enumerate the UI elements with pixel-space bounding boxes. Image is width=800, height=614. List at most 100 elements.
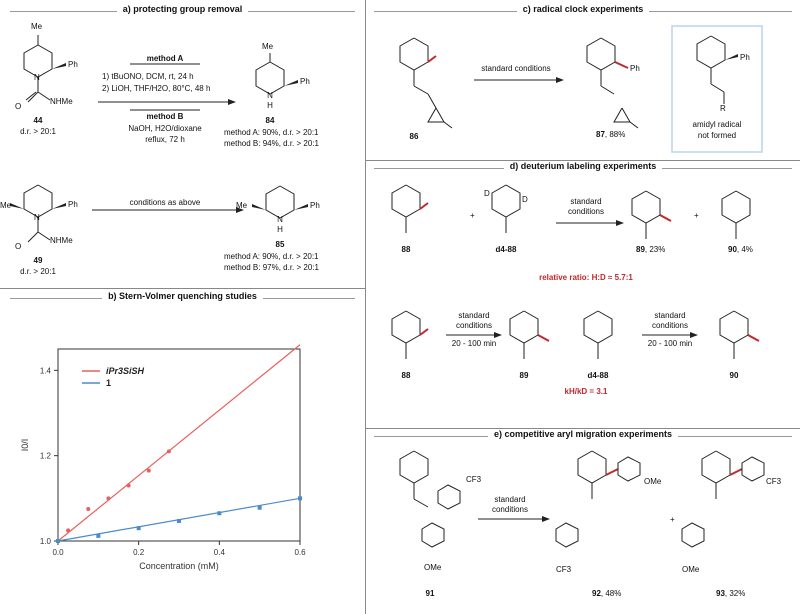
compound-49-dr: d.r. > 20:1 bbox=[20, 267, 56, 276]
plus-e: + bbox=[670, 515, 675, 524]
data-point-0 bbox=[66, 528, 71, 533]
box-line2: not formed bbox=[697, 131, 737, 140]
compound-93-id: 93 bbox=[716, 589, 725, 598]
compound-93-label: 93, 32% bbox=[716, 589, 745, 599]
atom-ome-92: OMe bbox=[644, 477, 662, 486]
y-axis-label: I0/I bbox=[20, 439, 30, 452]
data-point-0 bbox=[106, 496, 111, 501]
method-b-line2: reflux, 72 h bbox=[145, 135, 185, 144]
compound-86-id: 86 bbox=[409, 132, 419, 141]
data-point-1 bbox=[136, 526, 141, 531]
arrow-c-label: standard conditions bbox=[481, 64, 551, 73]
compound-85-method-b: method B: 97%, d.r. > 20:1 bbox=[224, 263, 319, 272]
x-tick-label: 0.4 bbox=[214, 548, 226, 557]
arrow-e-label-1: standard bbox=[494, 495, 526, 504]
atom-nhme-44: NHMe bbox=[50, 97, 73, 106]
atom-cf3-91: CF3 bbox=[466, 475, 482, 484]
compound-89-id: 89 bbox=[636, 245, 645, 254]
atom-me-85: Me bbox=[236, 201, 248, 210]
atom-ome-91: OMe bbox=[424, 563, 442, 572]
panel-c-header: c) radical clock experiments bbox=[366, 4, 800, 18]
method-b-label: method B bbox=[146, 112, 184, 121]
arrow-d1-label-2: conditions bbox=[567, 207, 605, 216]
data-point-0 bbox=[166, 449, 171, 454]
compound-93-yield: , 32% bbox=[724, 589, 746, 598]
panel-d: d) deuterium labeling experiments 88 + D bbox=[366, 161, 800, 428]
atom-d-1: D bbox=[484, 189, 490, 198]
panel-e-title: e) competitive aryl migration experiment… bbox=[487, 429, 679, 439]
arrow-d2-label-1: standard bbox=[458, 311, 490, 320]
atom-me-44: Me bbox=[31, 22, 43, 31]
panel-c-structures bbox=[399, 25, 763, 153]
plus-d1: + bbox=[470, 211, 475, 220]
x-tick-label: 0.2 bbox=[133, 548, 145, 557]
method-a-step1: 1) tBuONO, DCM, rt, 24 h bbox=[102, 72, 194, 81]
piperidine-ring-44 bbox=[23, 35, 66, 103]
data-point-1 bbox=[177, 518, 181, 523]
plus-d2: + bbox=[694, 211, 699, 220]
compound-87-yield: , 88% bbox=[604, 130, 626, 139]
atom-n-49: N bbox=[34, 213, 40, 222]
atom-d-2: D bbox=[522, 195, 528, 204]
y-tick-label: 1.2 bbox=[40, 452, 52, 461]
panel-e-header: e) competitive aryl migration experiment… bbox=[366, 429, 800, 443]
arrow-d3-label-1: standard bbox=[654, 311, 686, 320]
atom-ph-84: Ph bbox=[300, 77, 310, 86]
atom-ph-85: Ph bbox=[310, 201, 320, 210]
atom-n-44: N bbox=[34, 73, 40, 82]
vertical-divider bbox=[365, 0, 366, 614]
compound-44-id: 44 bbox=[33, 116, 43, 125]
compound-92-id: 92 bbox=[592, 589, 601, 598]
panel-a-header: a) protecting group removal bbox=[0, 4, 365, 18]
data-point-1 bbox=[298, 496, 302, 501]
compound-87-id: 87 bbox=[596, 130, 605, 139]
compound-84-id: 84 bbox=[265, 116, 275, 125]
atom-o-49: O bbox=[15, 242, 22, 251]
x-axis-label: Concentration (mM) bbox=[139, 561, 219, 571]
compound-85-method-a: method A: 90%, d.r. > 20:1 bbox=[224, 252, 319, 261]
panel-c-title: c) radical clock experiments bbox=[516, 4, 650, 14]
panel-d-structures bbox=[391, 184, 760, 359]
compound-85-id: 85 bbox=[275, 240, 285, 249]
atom-ph-box: Ph bbox=[740, 53, 750, 62]
atom-nh-85: N H bbox=[277, 215, 283, 234]
compound-88-id: 88 bbox=[401, 245, 411, 254]
atom-ph-49: Ph bbox=[68, 200, 78, 209]
arrow-d2-label-2: conditions bbox=[455, 321, 493, 330]
atom-cf3-93: CF3 bbox=[766, 477, 782, 486]
atom-nh-84: N H bbox=[267, 91, 273, 110]
compound-90-yield: , 4% bbox=[736, 245, 753, 254]
compound-d4-88-id: d4-88 bbox=[495, 245, 517, 254]
data-point-1 bbox=[96, 533, 101, 538]
atom-ome-93: OMe bbox=[682, 565, 700, 574]
panel-e-structures bbox=[399, 450, 765, 548]
compound-90-id: 90 bbox=[728, 245, 737, 254]
panel-d-header: d) deuterium labeling experiments bbox=[366, 161, 800, 175]
kie-value: kH/kD = 3.1 bbox=[564, 387, 608, 396]
compound-84-method-b: method B: 94%, d.r. > 20:1 bbox=[224, 139, 319, 148]
data-point-0 bbox=[126, 483, 131, 488]
method-a-label: method A bbox=[146, 54, 184, 63]
compound-44-structure bbox=[10, 35, 308, 243]
compound-89-yield: , 23% bbox=[644, 245, 666, 254]
compound-92-label: 92, 48% bbox=[592, 589, 621, 599]
divider-d-e bbox=[366, 428, 800, 429]
panel-b-title: b) Stern-Volmer quenching studies bbox=[102, 291, 263, 301]
row2-compound-89-id: 89 bbox=[519, 371, 529, 380]
x-tick-label: 0.0 bbox=[52, 548, 64, 557]
row2-compound-90-id: 90 bbox=[729, 371, 739, 380]
panel-b-header: b) Stern-Volmer quenching studies bbox=[0, 291, 365, 305]
arrow-d3-time: 20 - 100 min bbox=[647, 339, 693, 348]
data-point-1 bbox=[56, 539, 60, 543]
atom-ph-87: Ph bbox=[630, 64, 640, 73]
x-tick-label: 0.6 bbox=[294, 548, 306, 557]
arrow-d2-time: 20 - 100 min bbox=[451, 339, 497, 348]
data-point-1 bbox=[257, 505, 262, 510]
compound-84-method-a: method A: 90%, d.r. > 20:1 bbox=[224, 128, 319, 137]
panel-a: a) protecting group removal bbox=[0, 0, 365, 288]
method-a-step2: 2) LiOH, THF/H2O, 80°C, 48 h bbox=[102, 84, 211, 93]
method-b-line1: NaOH, H2O/dioxane bbox=[128, 124, 202, 133]
legend-label-1: 1 bbox=[106, 378, 111, 388]
arrow-a2-label: conditions as above bbox=[129, 198, 201, 207]
